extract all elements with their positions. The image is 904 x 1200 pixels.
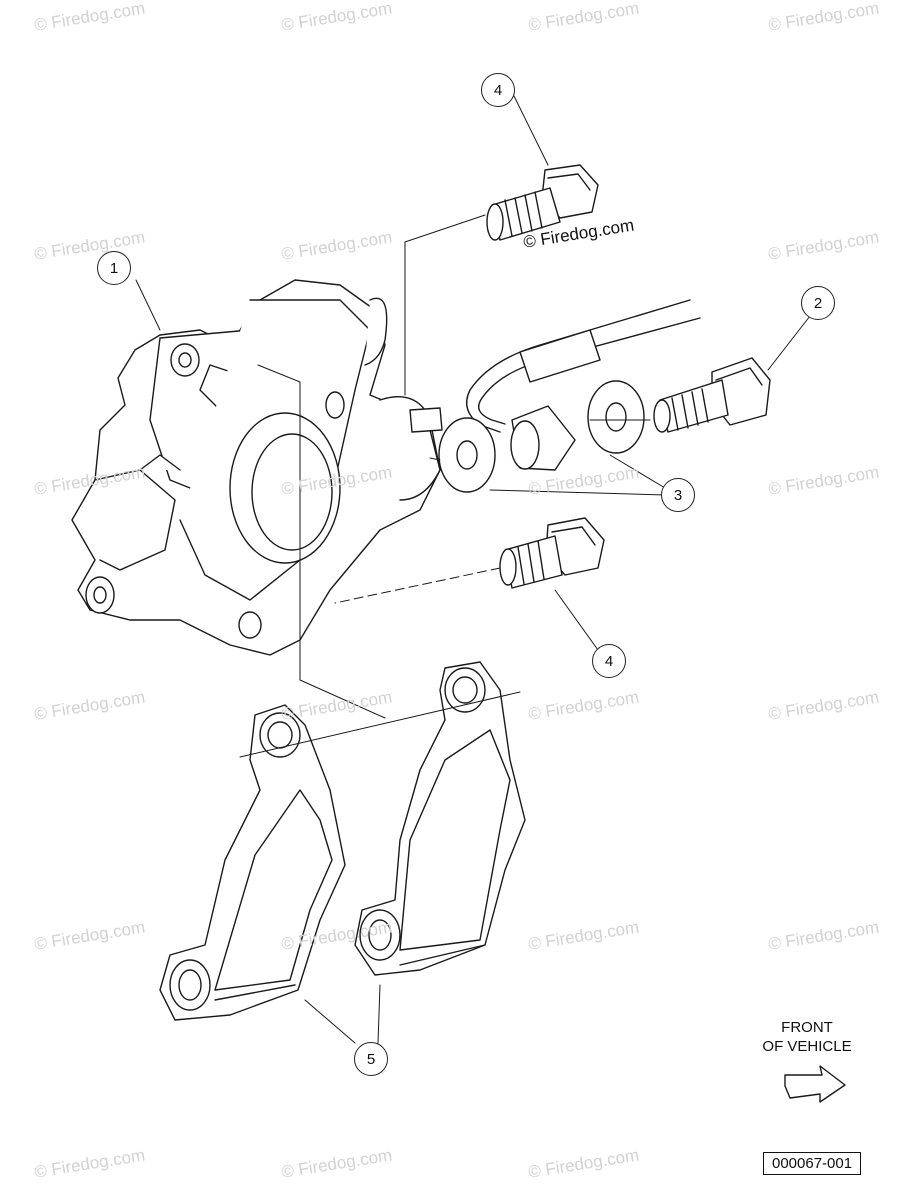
bolt-top-icon [486,164,599,241]
callout-5: 5 [354,1042,388,1076]
brake-hose-icon [466,299,701,433]
callout-4-top: 4 [481,73,515,107]
bolt-lower-icon [499,517,605,589]
caliper-body-icon [71,279,443,656]
front-label-line-1: FRONT [781,1019,833,1036]
callout-3: 3 [661,478,695,512]
bolt-right-icon [653,357,771,433]
front-of-vehicle-label: FRONT OF VEHICLE [752,1018,862,1056]
callout-1: 1 [97,251,131,285]
washer-icon [438,380,645,493]
arrow-right-icon [784,1065,846,1103]
figure-id-box: 000067-001 [763,1152,862,1175]
brake-pad-right-icon [354,661,526,976]
front-label-line-2: OF VEHICLE [762,1038,852,1055]
callout-2: 2 [801,286,835,320]
callout-4-lower: 4 [592,644,626,678]
brake-pad-left-icon [159,704,346,1021]
